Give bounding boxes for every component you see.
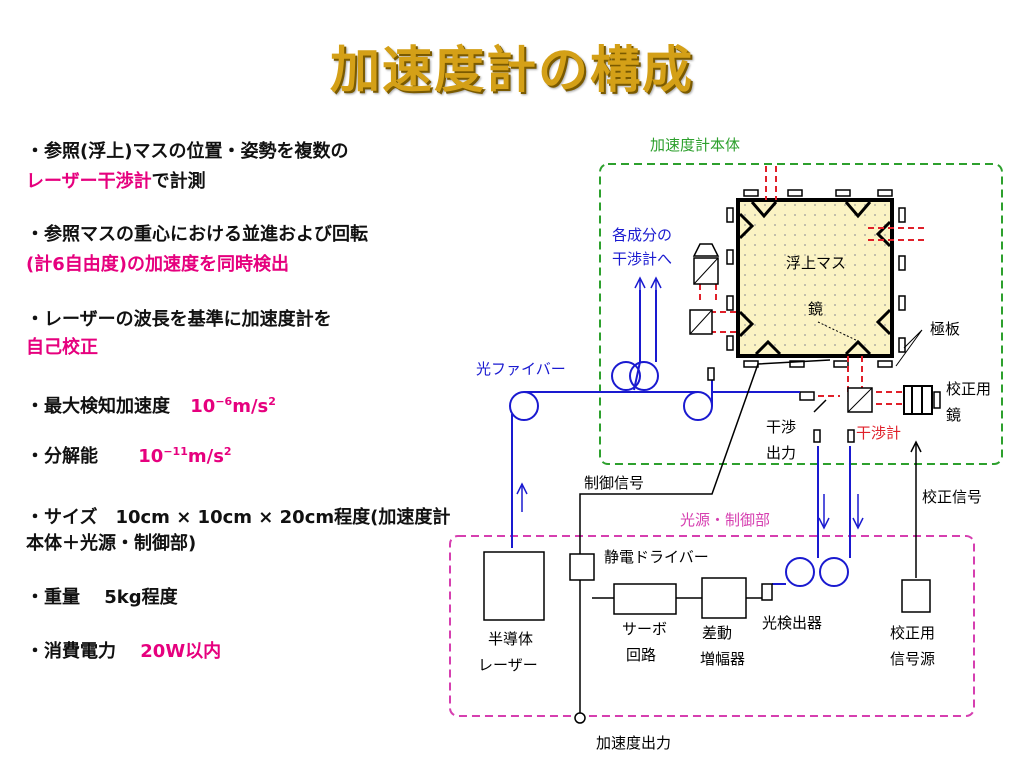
floating-mass-label: 浮上マス [786,254,846,272]
mirror-label: 鏡 [808,300,823,318]
semiconductor-laser [483,551,545,621]
electrodes [726,189,906,368]
electrode-pointer [895,329,923,367]
interf-output-label-2: 出力 [766,444,796,462]
resolution-unit: m/s [187,446,224,467]
max-accel-base: 10 [190,396,216,417]
bullet-2-line-1: ・参照マスの重心における並進および回転 [26,224,368,245]
page-title: 加速度計の構成 [330,41,694,99]
bullet-1-line-2: レーザー干渉計で計測 [26,170,206,194]
bullet-3-line-2: 自己校正 [26,337,98,358]
bullet-resolution: ・分解能 10−11m/s2 [26,440,232,469]
fiber-coupler-diag [693,257,719,285]
max-accel-value: 10−6m/s2 [190,395,276,417]
interferometer-label: 干渉計 [856,424,901,442]
electrostatic-driver [569,553,595,581]
mass-mirror-right-1 [875,220,892,248]
resolution-label: ・分解能 [26,446,98,467]
power-label: ・消費電力 [26,641,116,662]
max-accel-unit-exp: 2 [268,395,276,408]
servo-label-2: 回路 [626,646,656,664]
bullet-2-line-2: (計6自由度)の加速度を同時検出 [26,254,289,275]
accel-output-terminal [574,712,586,724]
servo-label-1: サーボ [622,620,667,638]
accel-output-label: 加速度出力 [596,734,671,752]
to-interferometers-label-1: 各成分の [612,226,672,244]
accelerometer-body-box [599,163,1003,465]
photodetector [761,583,773,601]
differential-amplifier [701,577,747,619]
control-lines [579,359,922,716]
beam-splitter-right [847,387,873,413]
bullet-1-rest: で計測 [151,171,206,192]
resolution-exp: −11 [163,445,188,458]
servo-circuit [613,583,677,615]
calib-source-label-2: 信号源 [890,650,935,668]
resolution-unit-exp: 2 [223,445,232,458]
bullet-1-line-1: ・参照(浮上)マスの位置・姿勢を複数の [26,141,349,162]
calibration-electrode [933,391,941,409]
bullet-size-line-2: 本体＋光源・制御部) [26,533,197,554]
laser-label-1: 半導体 [488,630,533,648]
max-accel-unit: m/s [232,396,269,417]
flow-arrows [516,276,864,530]
mass-mirror-top-left [750,201,778,219]
accelerometer-diagram: 加速度計本体 光源・制御部 浮上マス 鏡 極板 干渉計 [449,136,1003,752]
mass-mirror-bottom-left [754,339,782,356]
accelerometer-body-label: 加速度計本体 [650,136,740,154]
laser-beams [699,166,928,405]
es-driver-label: 静電ドライバー [604,548,709,566]
beam-splitter-left [689,309,713,335]
resolution-value: 10−11m/s2 [138,445,232,467]
calibration-mirror-label-1: 校正用 [946,380,991,398]
bullet-size-line-1: ・サイズ 10cm × 10cm × 20cm程度(加速度計 [26,507,451,528]
interf-output-label-1: 干渉 [766,418,796,436]
laser-label-2: レーザー [478,656,538,674]
source-control-box [449,535,975,717]
photodetector-label: 光検出器 [762,614,822,632]
calib-source-label-1: 校正用 [890,624,935,642]
diff-amp-label-1: 差動 [702,624,732,642]
mass-mirror-left-1 [738,212,755,240]
bullet-1-highlight: レーザー干渉計 [26,171,152,192]
interferometer-detector [847,429,855,443]
bullet-max-accel: ・最大検知加速度 10−6m/s2 [26,390,276,419]
mass-mirror-bottom-right [844,339,872,356]
fiber-coupler-cap [692,243,720,257]
fiber-label: 光ファイバー [476,360,566,378]
diff-amp-label-2: 増幅器 [700,650,745,668]
interf-output-port [799,391,815,401]
resolution-base: 10 [138,446,164,467]
electrode-label: 極板 [930,320,960,338]
bullet-power: ・消費電力 20W以内 [26,640,221,664]
mass-mirror-right-2 [875,308,892,336]
interf-output-detector [813,429,821,443]
control-signal-label: 制御信号 [584,474,644,492]
source-control-label: 光源・制御部 [680,511,770,529]
bullet-weight: ・重量 5kg程度 [26,587,178,608]
interf-switch [813,399,827,413]
mass-mirror-left-2 [738,310,755,338]
calibration-signal-source [901,579,931,613]
power-value: 20W以内 [140,641,222,662]
mass-mirror-top-right [844,201,872,219]
max-accel-exp: −6 [215,395,233,408]
floating-mass-dots [740,202,890,354]
bullet-3-line-1: ・レーザーの波長を基準に加速度計を [26,309,332,330]
to-interferometers-label-2: 干渉計へ [612,250,672,268]
calibration-mirror [903,385,933,415]
max-accel-label: ・最大検知加速度 [26,396,170,417]
optical-fibers [509,290,851,587]
fiber-connector [707,367,715,381]
calibration-mirror-label-2: 鏡 [946,406,961,424]
calibration-signal-label: 校正信号 [922,488,982,506]
